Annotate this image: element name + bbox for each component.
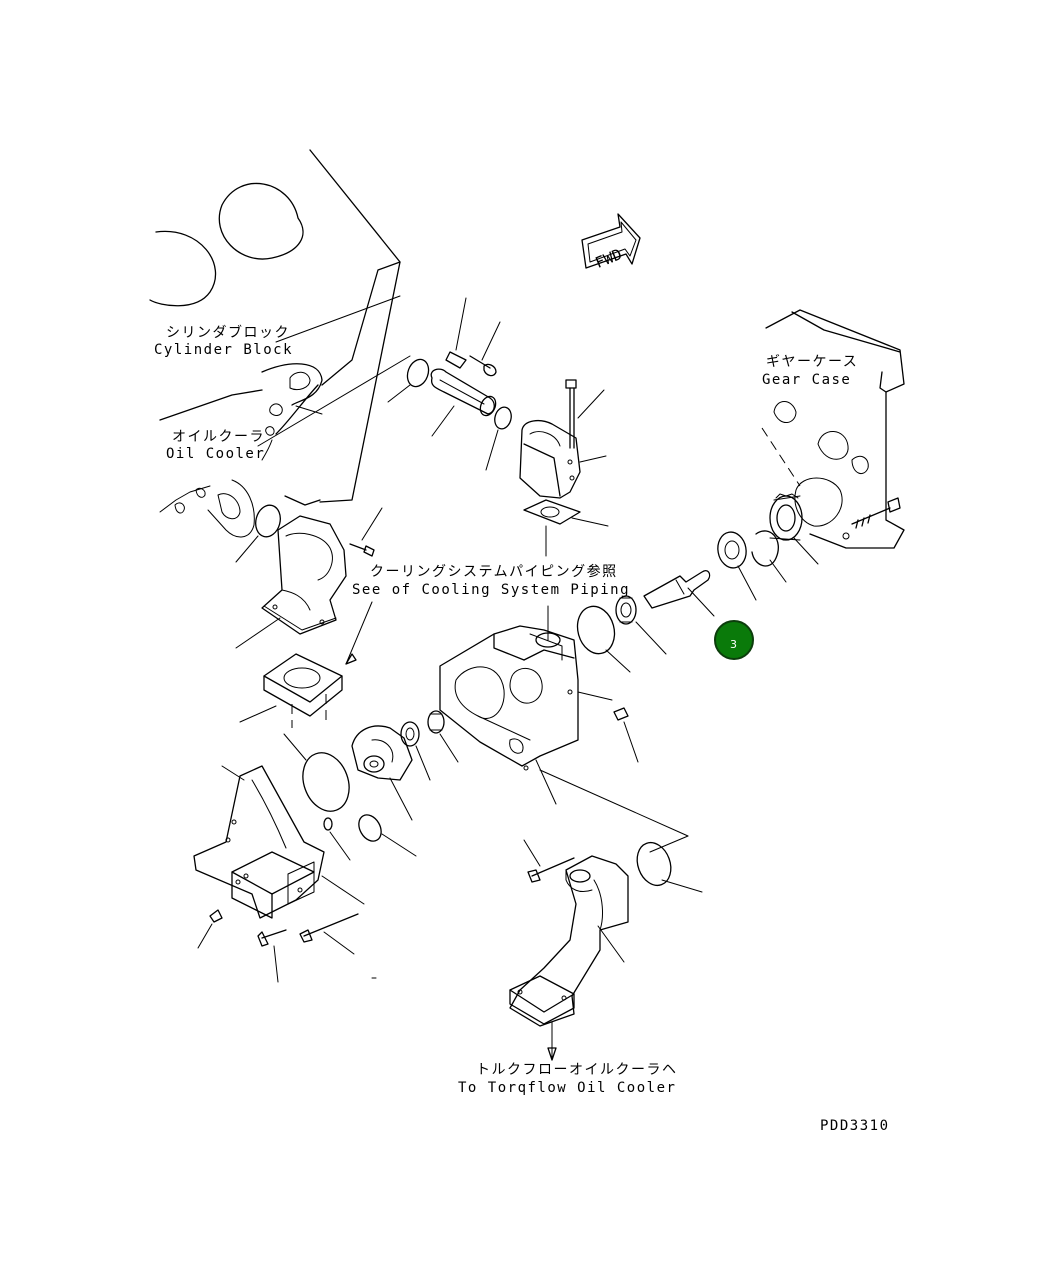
svg-text:シリンダブロック: シリンダブロック [166,324,290,341]
svg-text:Cylinder Block: Cylinder Block [154,342,293,358]
cooling-piping-label: クーリングシステムパイピング参照 See of Cooling System P… [345,563,630,665]
gear-case [761,309,905,549]
oil-cooler-label: オイルクーラ Oil Cooler [166,355,411,462]
drawing-code: PDD3310 [820,1118,890,1134]
thermostat-housing [519,379,609,557]
svg-text:To Torqflow Oil Cooler: To Torqflow Oil Cooler [458,1080,676,1096]
upper-fittings [387,297,512,471]
svg-text:クーリングシステムパイピング参照: クーリングシステムパイピング参照 [370,563,618,580]
svg-text:Oil Cooler: Oil Cooler [166,446,265,462]
adapter-plate [239,653,343,728]
callout-3[interactable]: 3 [714,620,754,660]
svg-text:3: 3 [730,638,737,651]
svg-text:ギヤーケース: ギヤーケース [766,354,858,370]
torqflow-label: トルクフローオイルクーラヘ To Torqflow Oil Cooler [458,1062,678,1096]
forward-direction-arrow: FWD [581,213,641,272]
cylinder-block-label: シリンダブロック Cylinder Block [154,295,401,358]
outlet-elbow [509,769,703,1061]
pump-cover [193,710,459,983]
pump-shaft-assembly [576,493,819,673]
inlet-elbow [235,504,383,649]
svg-text:See of Cooling System Piping: See of Cooling System Piping [352,582,630,598]
gear-case-label: ギヤーケース Gear Case [762,354,858,388]
water-pump-body [439,605,639,805]
svg-text:FWD: FWD [593,245,625,272]
svg-text:オイルクーラ: オイルクーラ [172,429,265,445]
svg-text:Gear Case: Gear Case [762,372,851,388]
svg-text:トルクフローオイルクーラヘ: トルクフローオイルクーラヘ [476,1062,678,1078]
cylinder-block [149,149,401,538]
